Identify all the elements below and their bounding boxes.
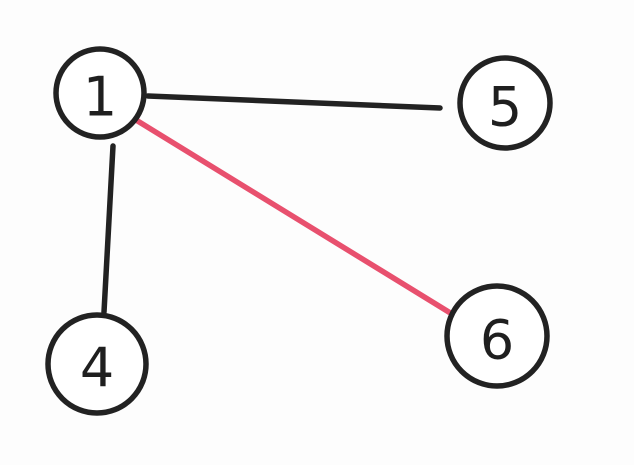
node-4-label: 4 [80,337,114,400]
node-1-label: 1 [83,66,117,129]
node-6-label: 6 [480,309,514,372]
node-1[interactable]: 1 [53,46,147,140]
edge-1-5 [145,93,443,111]
node-5[interactable]: 5 [457,55,553,151]
node-5-circle [457,55,553,151]
node-6[interactable]: 6 [444,283,550,389]
node-5-label: 5 [488,76,522,139]
node-4[interactable]: 4 [45,312,149,416]
node-4-circle [45,312,149,416]
node-1-circle [53,46,147,140]
node-6-circle [444,283,550,389]
edge-1-4 [101,143,116,315]
edge-1-6[interactable] [133,117,455,317]
